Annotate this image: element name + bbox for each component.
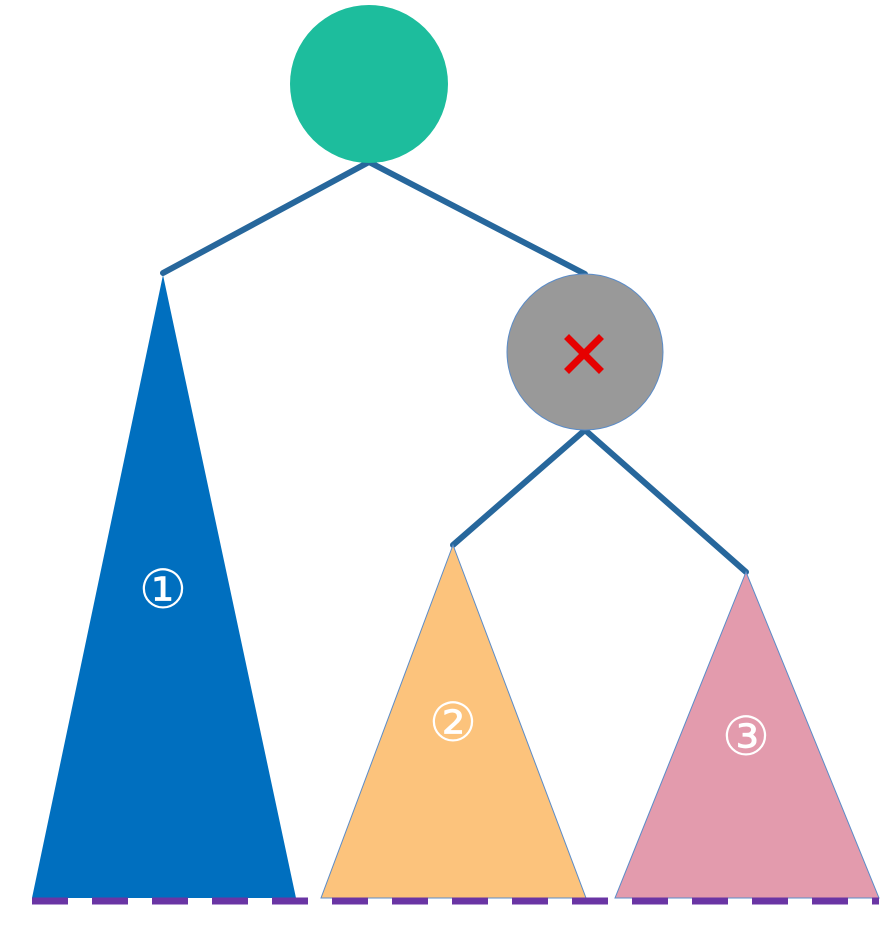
subtree-2-label: ② bbox=[429, 691, 477, 754]
root-node bbox=[290, 5, 448, 163]
subtree-1-label: ① bbox=[139, 558, 187, 621]
edge-removed-to-subtree-3 bbox=[582, 427, 749, 575]
edge-root-to-subtree-1 bbox=[160, 159, 372, 276]
subtree-3-triangle bbox=[614, 570, 880, 899]
edge-root-to-removed-node bbox=[366, 159, 588, 277]
subtree-1-triangle bbox=[32, 275, 296, 898]
cross-icon bbox=[564, 334, 604, 374]
edge-removed-to-subtree-2 bbox=[450, 427, 588, 548]
subtree-3-label: ③ bbox=[722, 705, 770, 768]
